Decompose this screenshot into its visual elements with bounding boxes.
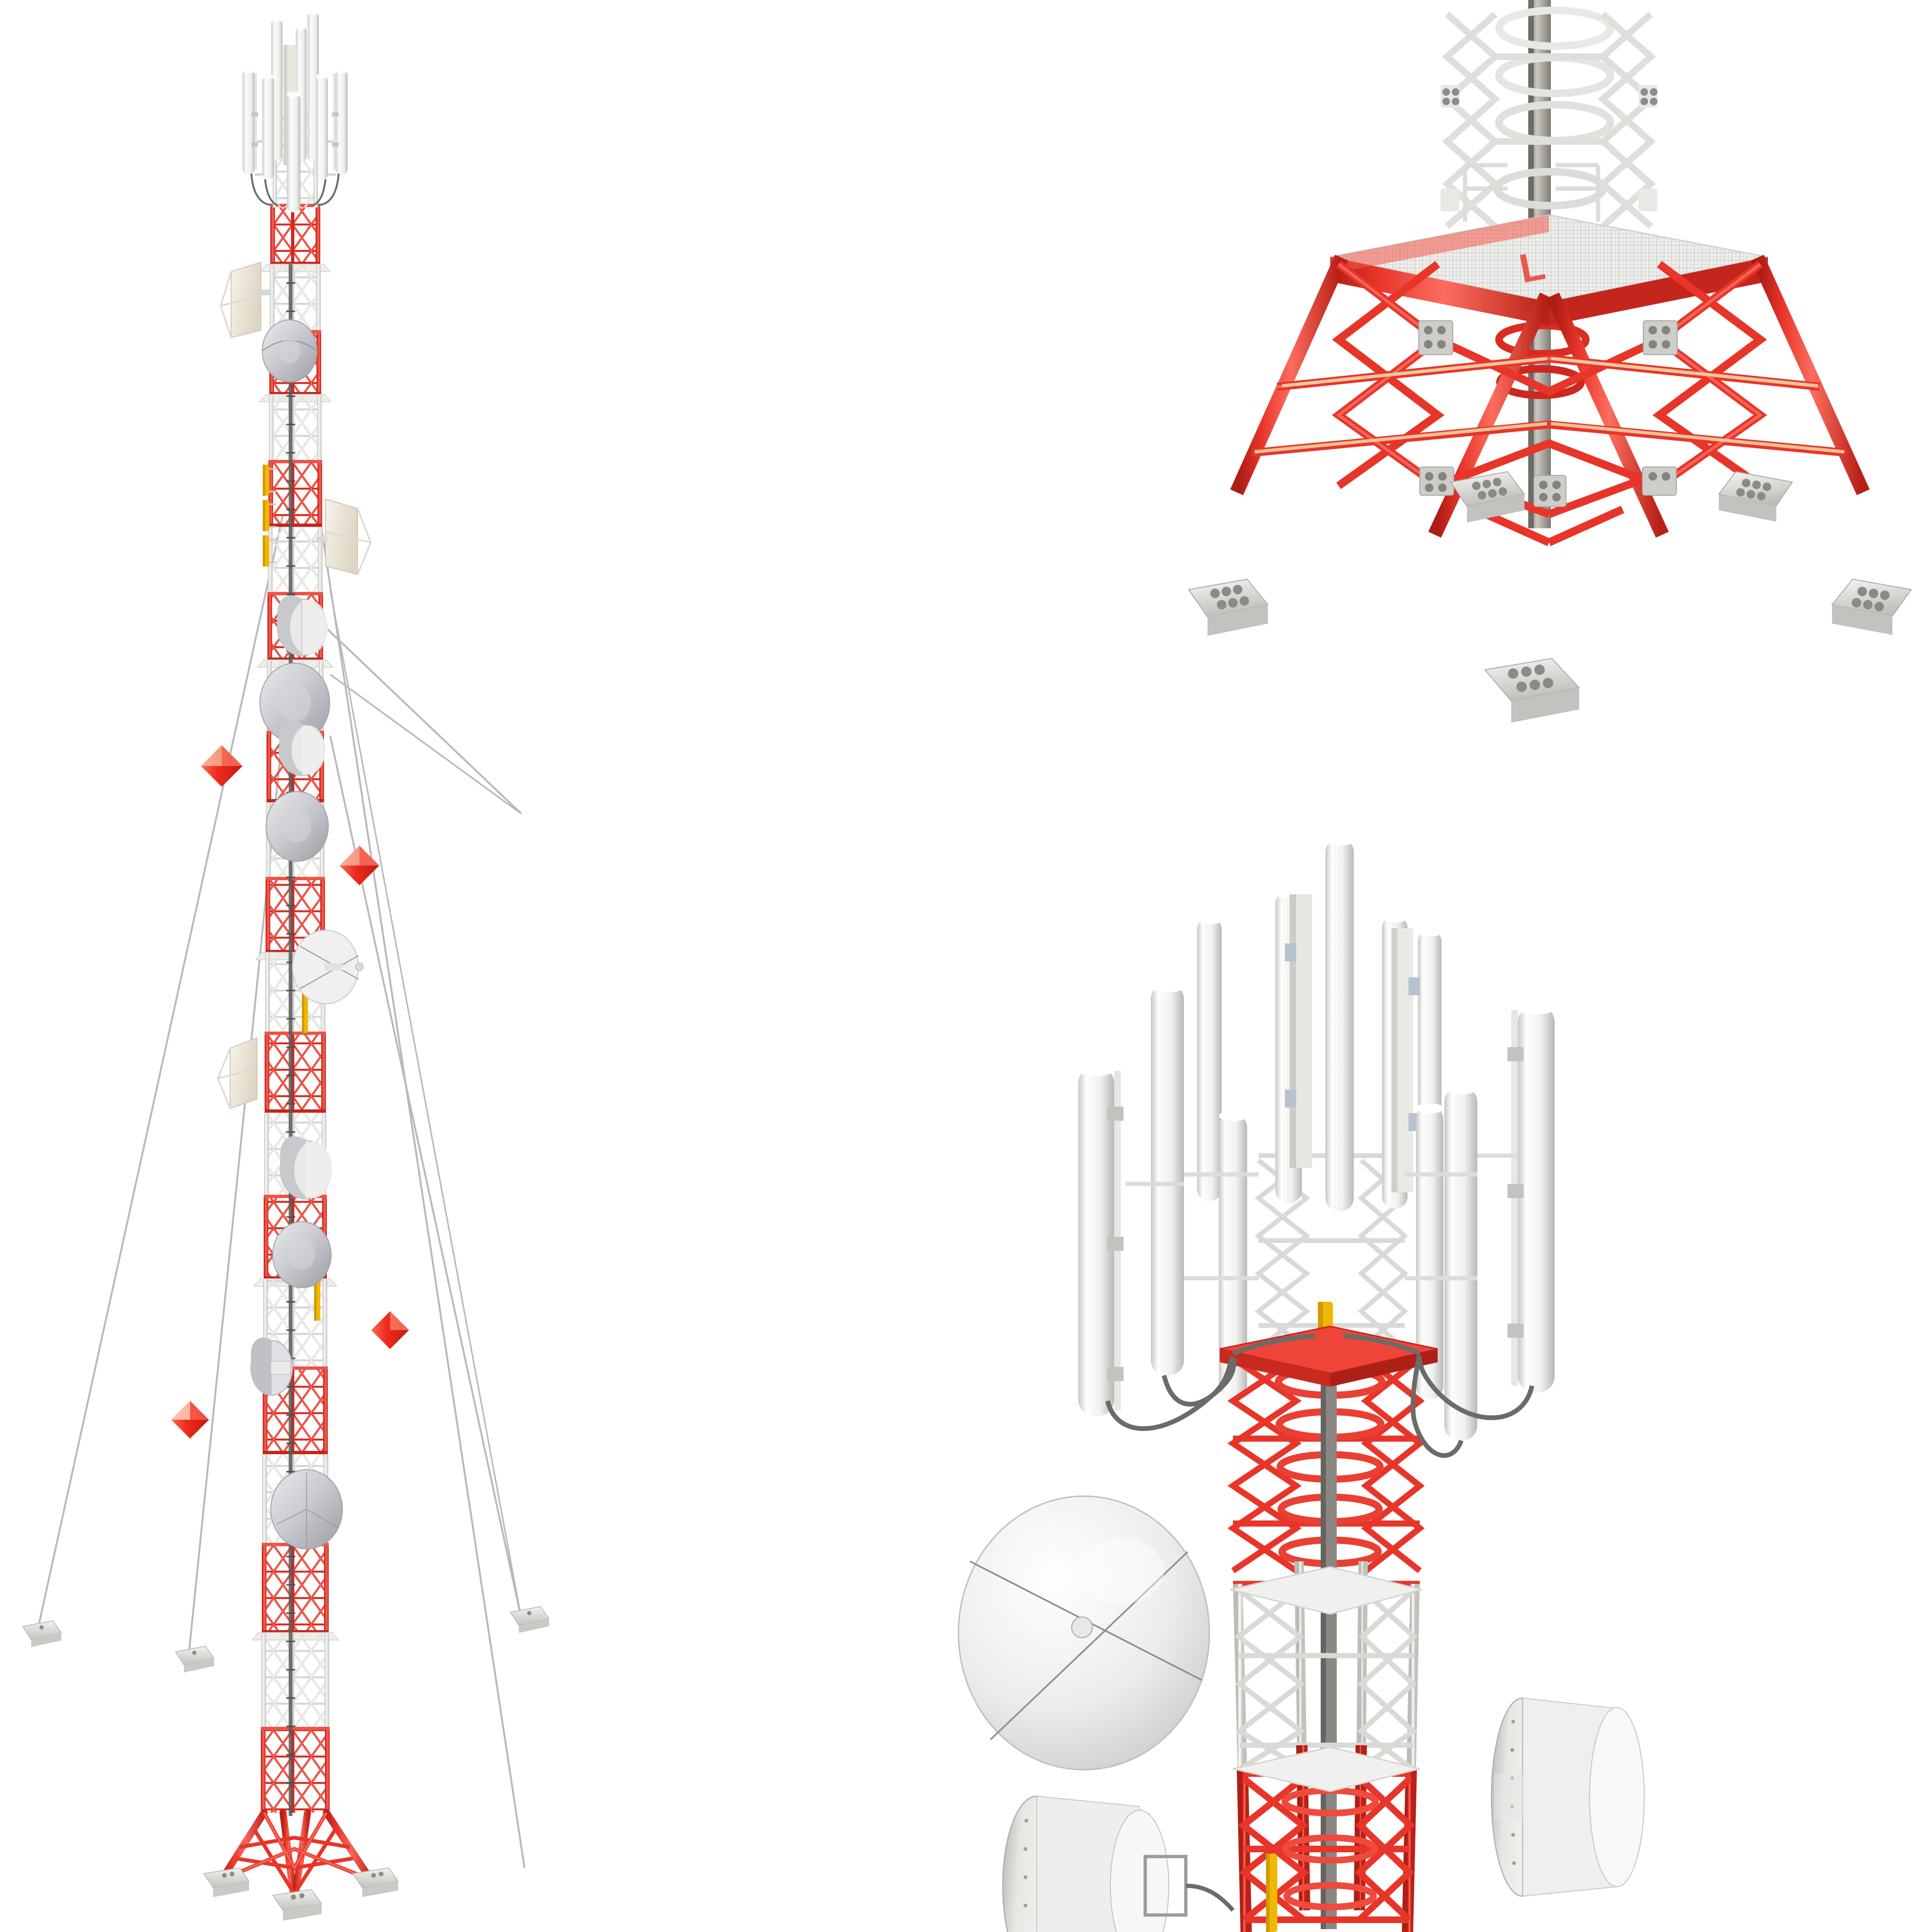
drum-antenna-3 (280, 1136, 332, 1199)
sector-antenna-left-inner (1219, 1111, 1247, 1397)
guy-wire-right-long (329, 735, 522, 1618)
tower-section-5-red (268, 460, 322, 527)
sector-antenna-array (1078, 835, 1555, 1441)
warning-marker-4 (171, 1401, 209, 1439)
concrete-footing-left (1188, 578, 1269, 636)
safety-rail-1 (263, 465, 276, 496)
guy-anchor-group (22, 1606, 550, 1673)
panel-main-full-tower (22, 10, 550, 1921)
sector-antenna-left-mid (1151, 981, 1184, 1375)
sector-antenna-right-inner (1416, 1103, 1443, 1399)
parabolic-dish-4 (292, 930, 364, 1004)
sector-antenna-right-outer (332, 68, 348, 175)
tower-section-1-red (270, 204, 320, 265)
lower-red-lattice (1232, 1745, 1420, 1932)
crown-detail-svg (958, 835, 1645, 1932)
tower-section-6-white (268, 527, 323, 593)
sector-antenna-left-outer (1078, 1064, 1124, 1416)
warning-marker-1 (201, 745, 242, 787)
footing-right (352, 1867, 399, 1897)
flat-panel-dish-mid (316, 498, 372, 575)
flat-panel-dish-upper (220, 261, 271, 339)
platform-handrail (1463, 163, 1600, 222)
gusset-plate-group (1418, 320, 1678, 507)
warning-marker-3 (371, 1311, 409, 1349)
large-parabolic-dish (958, 1495, 1210, 1771)
sector-antenna-flat-1 (1285, 894, 1312, 1168)
upper-white-lattice (1441, 0, 1657, 247)
junction-box-yellow (1318, 1302, 1333, 1332)
antenna-feeder-cables (250, 173, 340, 207)
drum-antenna-4 (250, 1337, 293, 1396)
parabolic-dish-3 (266, 791, 329, 862)
parabolic-dish-6 (270, 1469, 343, 1549)
antenna-standoff-arms (1125, 1153, 1518, 1281)
lower-white-lattice (1230, 1561, 1422, 1771)
parabolic-dish-2 (259, 663, 330, 743)
tower-base-assembly (203, 1809, 399, 1921)
parabolic-dish-5 (272, 1221, 332, 1288)
tower-section-20-white (261, 1633, 329, 1727)
concrete-footing-back-right (1718, 471, 1793, 522)
guy-wire-lower-right (325, 626, 522, 815)
warning-marker-2 (340, 846, 379, 885)
guy-anchor-lower-left (175, 1646, 215, 1673)
sector-antenna-c4 (1197, 915, 1222, 1201)
guy-wire-right-far (329, 589, 522, 1618)
tower-section-21-red (261, 1727, 330, 1813)
crown-collar-plate (1219, 1325, 1438, 1387)
tower-shaft (251, 204, 340, 1813)
concrete-footing-right (1831, 578, 1912, 635)
concrete-footing-front (1484, 658, 1580, 723)
guy-anchor-left (22, 1620, 62, 1647)
safety-rail-2 (263, 500, 276, 531)
concrete-footing-back-left (1450, 471, 1525, 523)
sector-antenna-right-outer (1507, 1002, 1555, 1392)
sector-antenna-left-outer (242, 68, 258, 175)
drum-antenna-right (1491, 1697, 1645, 1897)
guy-anchor-right (509, 1606, 550, 1633)
drum-antenna-left-lower (1002, 1795, 1235, 1932)
footing-left (203, 1867, 250, 1897)
flat-panel-dish-lower (217, 1037, 258, 1109)
sector-antenna-front-centre (286, 92, 300, 212)
sector-antenna-left-inner (262, 74, 274, 179)
crown-sector-antenna-array (242, 10, 348, 212)
full-tower-svg (22, 10, 550, 1921)
sector-antenna-right-inner (316, 74, 328, 180)
maintenance-platform: L (1330, 214, 1768, 325)
parabolic-dish-1 (262, 319, 317, 383)
sector-antenna-right-mid (1444, 1083, 1477, 1441)
panel-detail-base: L (966, 0, 1932, 825)
dish-feed-horn (1071, 1616, 1093, 1639)
panel-detail-crown (958, 825, 1932, 1932)
tower-section-19-red (262, 1543, 329, 1633)
guy-wire-left (37, 514, 284, 1630)
feeder-cable-group (1105, 1333, 1534, 1458)
safety-rail-3 (263, 535, 276, 566)
drum-antenna-1 (277, 595, 328, 656)
drum-antenna-2 (279, 720, 325, 776)
concrete-footing-group (1188, 471, 1912, 723)
tower-section-2-white (270, 265, 321, 332)
guy-wire-far-right (329, 674, 522, 815)
tower-section-13-red (265, 1032, 326, 1113)
warning-marker-group (171, 745, 409, 1439)
sector-antenna-c1 (1325, 835, 1354, 1211)
guy-wire-right (320, 523, 525, 1868)
drum-feeder-cable (1185, 1883, 1235, 1912)
base-detail-svg: L (1188, 0, 1912, 723)
tower-section-4-white (269, 395, 322, 461)
sector-antenna-flat-2 (1391, 928, 1420, 1192)
footing-front (272, 1889, 323, 1921)
red-splayed-legs (1230, 255, 1870, 672)
